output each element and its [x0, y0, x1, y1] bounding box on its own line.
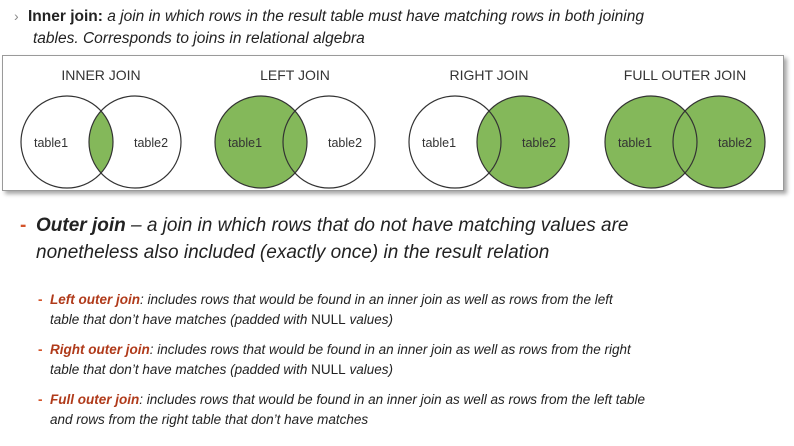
- right-label: table2: [134, 136, 168, 150]
- outer-join-def-line1: – a join in which rows that do not have …: [125, 215, 629, 236]
- left-label: table1: [618, 136, 652, 150]
- sub-term: Left outer join: [50, 292, 140, 307]
- sub-def-line2-end: values): [345, 362, 393, 377]
- null-keyword: NULL: [311, 362, 346, 377]
- outer-join-definition: - Outer join – a join in which rows that…: [20, 212, 780, 266]
- right-label: table2: [522, 136, 556, 150]
- right-circle-outline: [88, 95, 182, 189]
- venn-title: LEFT JOIN: [260, 67, 330, 83]
- bullet-dash: -: [20, 215, 27, 236]
- sub-bullet-full-outer: - Full outer join: includes rows that wo…: [38, 390, 778, 430]
- sub-bullet-right-outer: - Right outer join: includes rows that w…: [38, 340, 778, 380]
- sub-def-line1: : includes rows that would be found in a…: [140, 292, 613, 307]
- left-label: table1: [422, 136, 456, 150]
- left-circle-outline: [604, 95, 698, 189]
- outer-join-def-line2: nonetheless also included (exactly once)…: [36, 242, 550, 263]
- venn-title: INNER JOIN: [61, 67, 140, 83]
- join-venn-diagrams: INNER JOIN table1 table2 LEFT JOIN table1 tab…: [2, 55, 784, 191]
- venn-title: RIGHT JOIN: [449, 67, 528, 83]
- sub-term: Right outer join: [50, 342, 150, 357]
- bullet-dash: -: [38, 342, 43, 357]
- chevron-right-icon: ›: [14, 8, 19, 24]
- sub-def-line2: table that don’t have matches (padded wi…: [50, 312, 312, 327]
- sub-def-line2: and rows from the right table that don’t…: [50, 412, 369, 427]
- venn-svg: INNER JOIN table1 table2 LEFT JOIN table1 tab…: [20, 67, 766, 189]
- right-circle-outline: [282, 95, 376, 189]
- bullet-dash: -: [38, 392, 43, 407]
- left-circle-outline: [408, 95, 502, 189]
- inner-join-def-line1: a join in which rows in the result table…: [107, 8, 644, 25]
- right-label: table2: [718, 136, 752, 150]
- sub-def-line1: : includes rows that would be found in a…: [149, 342, 631, 357]
- venn-intersection: INNER JOIN table1 table2: [20, 67, 182, 189]
- inner-join-definition: › Inner join: a join in which rows in the…: [14, 5, 784, 50]
- sub-bullet-left-outer: - Left outer join: includes rows that wo…: [38, 290, 778, 330]
- venn-left: LEFT JOIN table1 table2: [214, 67, 376, 189]
- left-circle-outline: [214, 95, 308, 189]
- bullet-dash: -: [38, 292, 43, 307]
- venn-both: FULL OUTER JOIN table1 table2: [604, 67, 766, 189]
- left-circle-outline: [20, 95, 114, 189]
- right-circle-outline: [476, 95, 570, 189]
- venn-right: RIGHT JOIN table1 table2: [408, 67, 570, 189]
- inner-join-term: Inner join:: [28, 8, 103, 25]
- left-circle-fill: [605, 96, 697, 188]
- null-keyword: NULL: [311, 312, 346, 327]
- sub-def-line2: table that don’t have matches (padded wi…: [50, 362, 312, 377]
- right-circle-fill: [477, 96, 569, 188]
- left-label: table1: [228, 136, 262, 150]
- right-label: table2: [328, 136, 362, 150]
- sub-def-line1: : includes rows that would be found in a…: [139, 392, 646, 407]
- right-circle-outline: [672, 95, 766, 189]
- left-label: table1: [34, 136, 68, 150]
- outer-join-term: Outer join: [36, 215, 126, 236]
- inner-join-def-line2: tables. Corresponds to joins in relation…: [33, 30, 365, 47]
- left-circle-fill: [215, 96, 307, 188]
- sub-def-line2-end: values): [345, 312, 393, 327]
- venn-title: FULL OUTER JOIN: [624, 67, 746, 83]
- sub-term: Full outer join: [50, 392, 140, 407]
- right-circle-fill: [673, 96, 765, 188]
